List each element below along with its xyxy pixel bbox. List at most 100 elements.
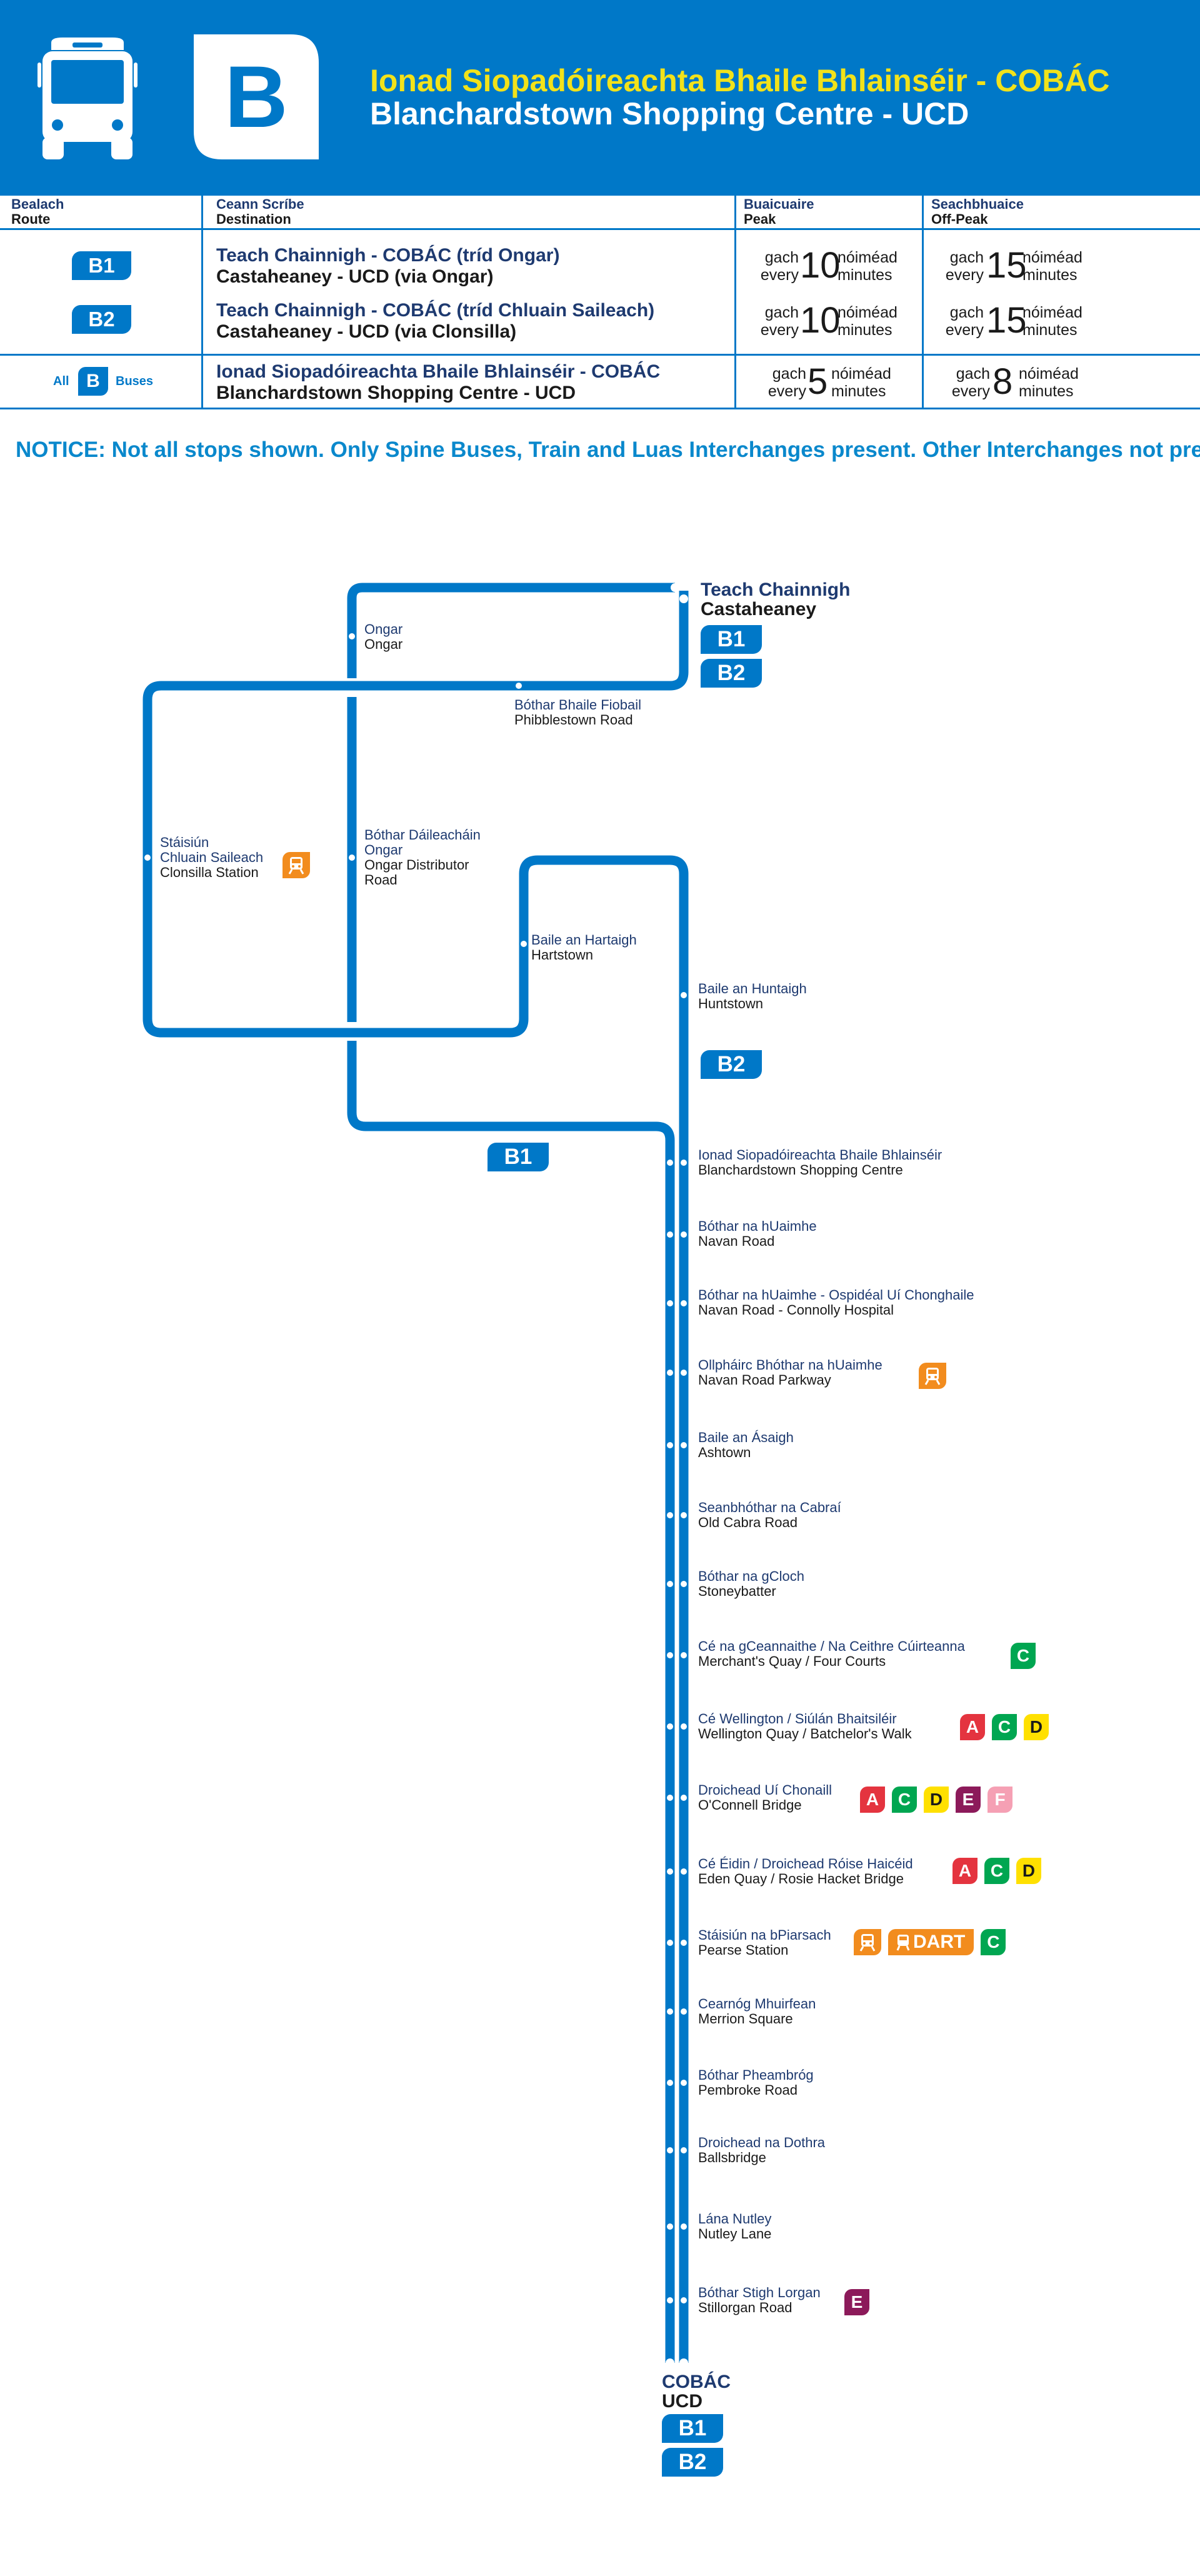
luas-f-icon: F xyxy=(988,1787,1012,1813)
stop-dot xyxy=(679,594,688,603)
stop-dot xyxy=(667,1723,673,1730)
all-b-buses-badge: All B Buses xyxy=(53,367,166,396)
interchange-pearse-station: DART C xyxy=(854,1929,1012,1955)
stop-dot xyxy=(667,1300,673,1306)
route-badge-b1: B1 xyxy=(72,251,131,280)
luas-d-icon: D xyxy=(1024,1714,1049,1740)
stop-dot xyxy=(681,2080,687,2086)
interchange-stillorgan-road: E xyxy=(844,2289,876,2315)
luas-d-icon: D xyxy=(1016,1858,1041,1884)
stop-dot xyxy=(679,2358,688,2367)
stop-navan-road-connolly-hospital: Bóthar na hUaimhe - Ospidéal Uí Chonghai… xyxy=(698,1287,974,1318)
stop-dot xyxy=(681,1231,687,1238)
spine-stop-markers xyxy=(667,1160,687,2303)
train-icon xyxy=(919,1363,946,1389)
stop-dot xyxy=(681,992,687,998)
luas-c-icon: C xyxy=(981,1929,1006,1955)
stop-dot xyxy=(667,1581,673,1587)
stop-dot xyxy=(667,1512,673,1518)
stop-dot xyxy=(681,2008,687,2015)
interchange-navan-road-parkway xyxy=(919,1363,953,1389)
route-badge-b2: B2 xyxy=(72,305,131,334)
dart-icon: DART xyxy=(888,1929,974,1955)
luas-d-icon: D xyxy=(924,1787,949,1813)
stop-dot xyxy=(667,2008,673,2015)
luas-e-icon: E xyxy=(956,1787,981,1813)
title-irish: Ionad Siopadóireachta Bhaile Bhlainséir … xyxy=(370,63,1110,98)
luas-a-icon: A xyxy=(860,1787,885,1813)
luas-c-icon: C xyxy=(984,1858,1009,1884)
table-row-destination: Teach Chainnigh - COBÁC (tríd Chluain Sa… xyxy=(216,300,655,342)
stop-dot xyxy=(667,1940,673,1946)
stop-dot xyxy=(667,1442,673,1448)
table-row-destination: Teach Chainnigh - COBÁC (tríd Ongar)Cast… xyxy=(216,245,560,287)
stop-dot xyxy=(681,1868,687,1875)
stop-dot xyxy=(681,1300,687,1306)
luas-e-icon: E xyxy=(844,2289,869,2315)
peak-frequency: 10 xyxy=(800,300,841,341)
stop-markers xyxy=(144,583,688,2367)
title-english: Blanchardstown Shopping Centre - UCD xyxy=(370,96,969,131)
stop-dot xyxy=(681,1512,687,1518)
stop-dot xyxy=(667,1652,673,1658)
route-b-logo: B xyxy=(194,34,319,159)
stop-dot xyxy=(666,2358,674,2367)
route-badge-b2: B2 xyxy=(662,2448,723,2477)
peak-frequency: 5 xyxy=(808,361,828,402)
luas-a-icon: A xyxy=(952,1858,978,1884)
stop-dot xyxy=(667,1370,673,1376)
stop-dot xyxy=(681,2147,687,2153)
stop-dot xyxy=(681,1370,687,1376)
luas-c-icon: C xyxy=(992,1714,1017,1740)
stop-dot xyxy=(681,1723,687,1730)
stop-merchants-quay: Cé na gCeannaithe / Na Ceithre Cúirteann… xyxy=(698,1638,965,1669)
stop-dot xyxy=(144,854,151,861)
bus-icon xyxy=(38,38,138,159)
stop-dot xyxy=(681,1581,687,1587)
offpeak-frequency: 15 xyxy=(986,300,1027,341)
train-icon xyxy=(282,852,310,878)
stop-dot xyxy=(667,1160,673,1166)
table-row-destination: Ionad Siopadóireachta Bhaile Bhlainséir … xyxy=(216,361,661,403)
train-icon xyxy=(854,1929,881,1955)
b1-branch-line xyxy=(347,1041,675,2363)
luas-c-icon: C xyxy=(892,1787,917,1813)
header-banner: B Ionad Siopadóireachta Bhaile Bhlainséi… xyxy=(0,0,1200,194)
stop-dot xyxy=(349,854,355,861)
offpeak-frequency: 8 xyxy=(992,361,1013,402)
notice-text: NOTICE: Not all stops shown. Only Spine … xyxy=(16,438,1200,462)
stop-dot xyxy=(667,1231,673,1238)
stop-dot xyxy=(681,1652,687,1658)
stop-dot xyxy=(667,1868,673,1875)
stop-dot xyxy=(516,683,522,689)
stop-dot xyxy=(681,2297,687,2303)
stop-dot xyxy=(521,941,527,947)
route-badge-b1: B1 xyxy=(488,1143,549,1171)
route-badge-b1: B1 xyxy=(701,625,762,654)
peak-frequency: 10 xyxy=(800,245,841,286)
